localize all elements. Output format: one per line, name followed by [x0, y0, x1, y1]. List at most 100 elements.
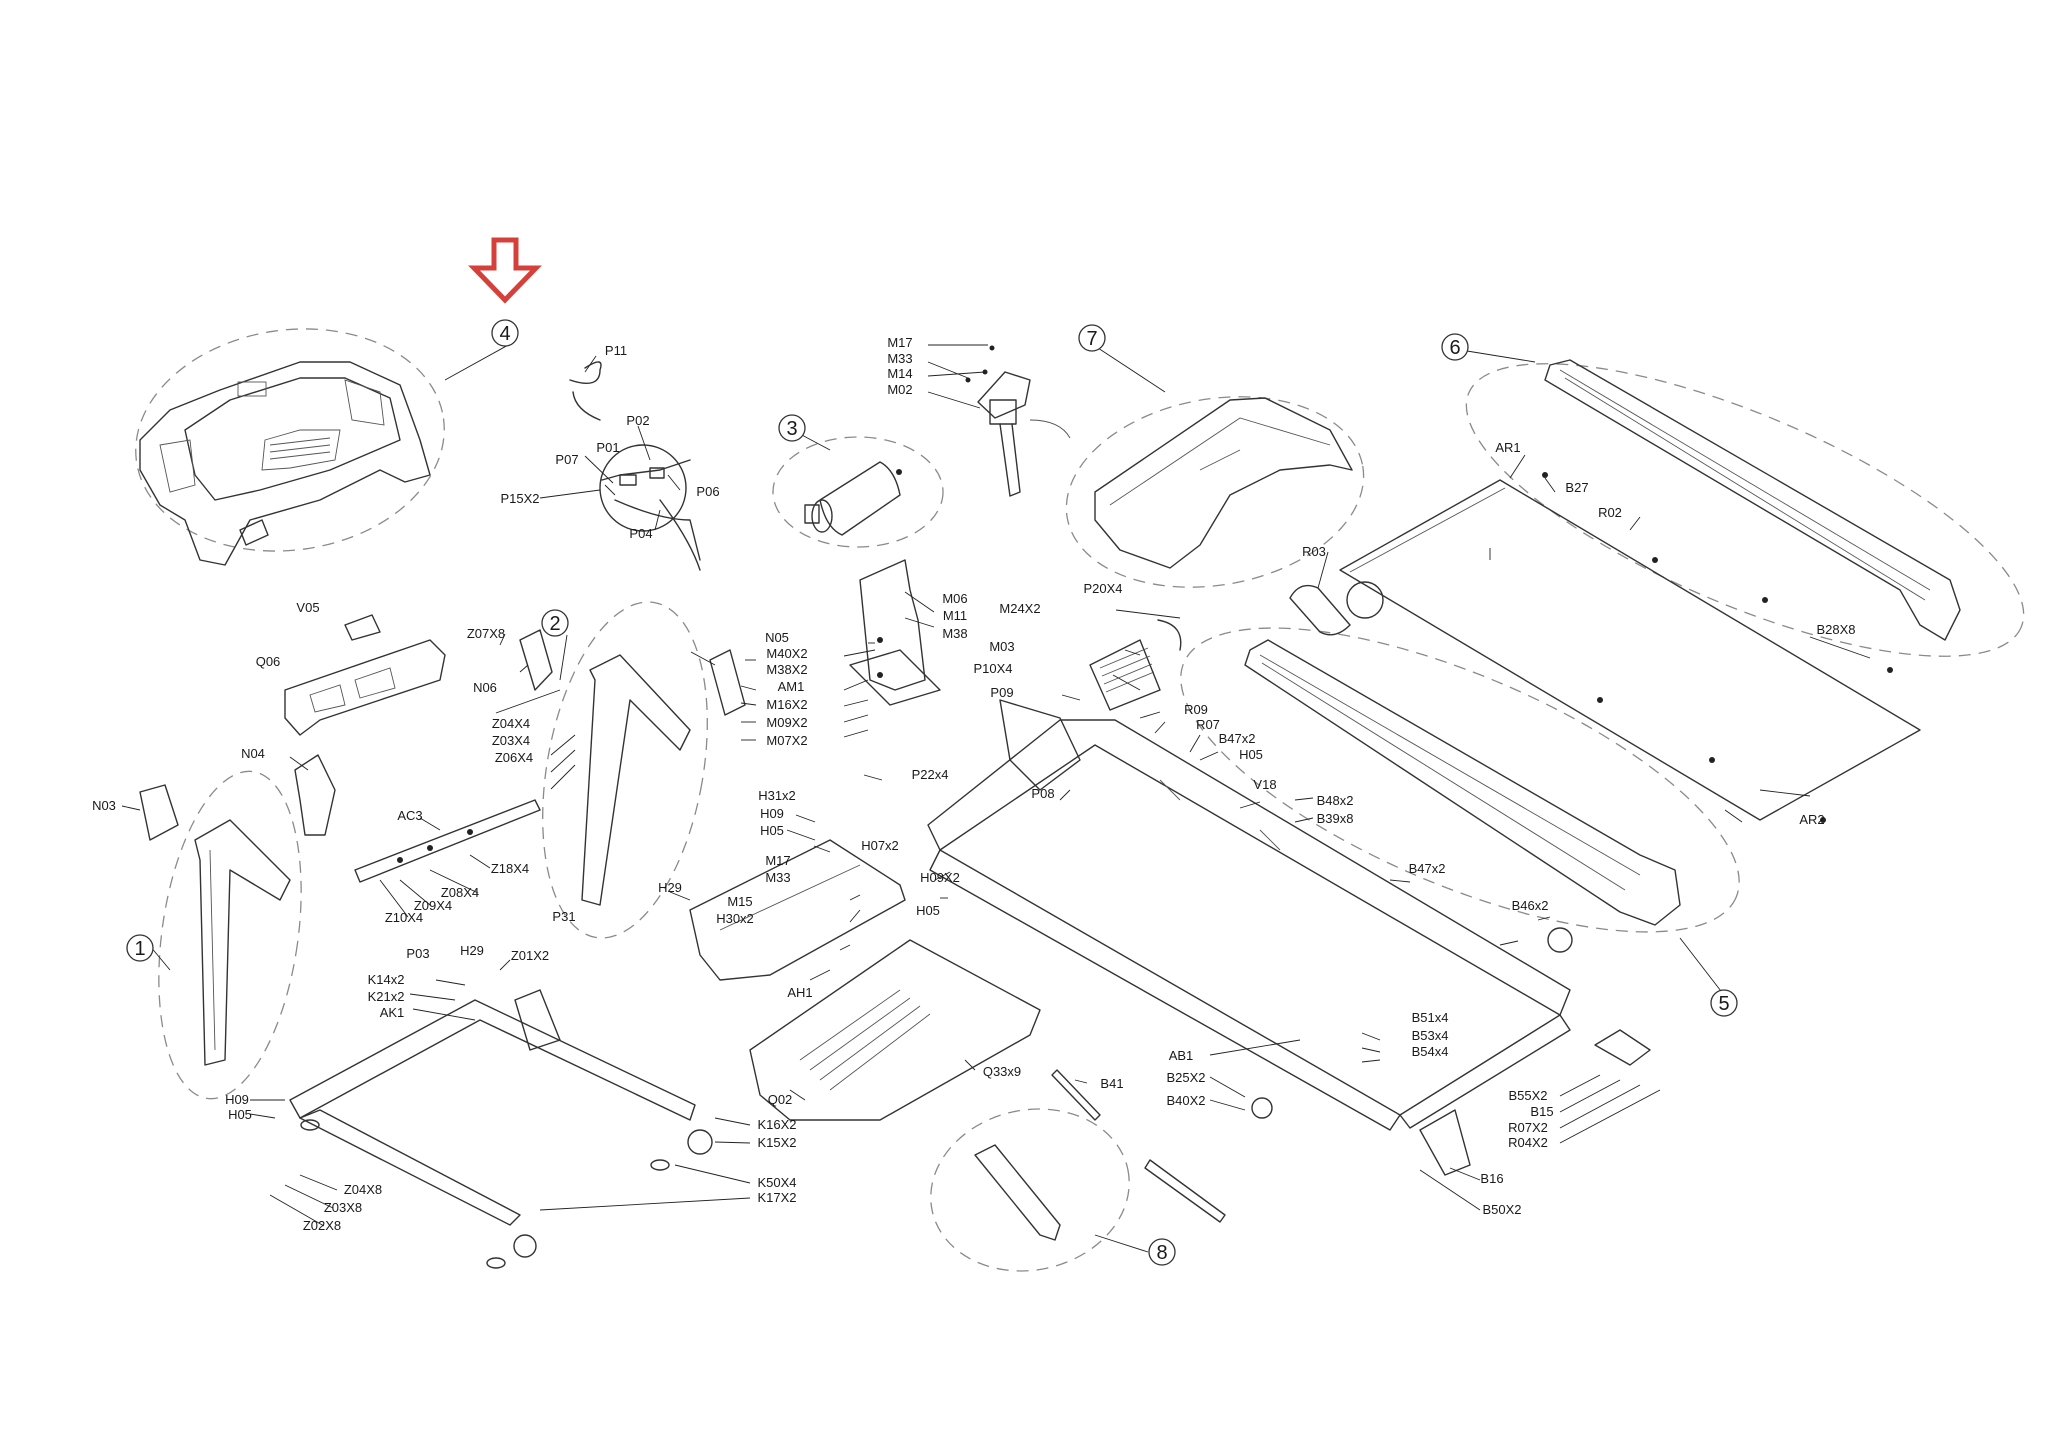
label-H29: H29 [460, 943, 484, 958]
label-B47x2: B47x2 [1219, 731, 1256, 746]
label-K17X2: K17X2 [757, 1190, 796, 1205]
label-N04: N04 [241, 746, 265, 761]
label-B25X2: B25X2 [1166, 1070, 1205, 1085]
svg-text:6: 6 [1449, 337, 1460, 359]
label-AK1: AK1 [380, 1005, 405, 1020]
label-AC3: AC3 [397, 808, 422, 823]
label-M02: M02 [887, 382, 912, 397]
label-N05: N05 [765, 630, 789, 645]
label-Z09X4: Z09X4 [414, 898, 452, 913]
label-H31x2: H31x2 [758, 788, 796, 803]
label-B48x2: B48x2 [1317, 793, 1354, 808]
label-P20X4: P20X4 [1083, 581, 1122, 596]
label-M06: M06 [942, 591, 967, 606]
group-3-outline [772, 436, 944, 548]
group-4-bubble: 4 [491, 319, 519, 347]
label-R07: R07 [1196, 717, 1220, 732]
group-6-outline [1465, 363, 2025, 657]
rear-foot-right [1547, 927, 1651, 1066]
right-upright [581, 654, 691, 906]
cover-plate [344, 614, 381, 641]
incline-motor [965, 345, 1071, 497]
label-P03: P03 [406, 946, 429, 961]
drive-motor [804, 461, 902, 536]
highlight-arrow-icon [468, 237, 542, 304]
motor-tray [749, 939, 1041, 1121]
accessory-tray [284, 639, 446, 736]
label-Z10X4: Z10X4 [385, 910, 423, 925]
label-P06: P06 [696, 484, 719, 499]
handle-brackets [139, 629, 746, 841]
label-B28X8: B28X8 [1816, 622, 1855, 637]
label-Z03X4: Z03X4 [492, 733, 530, 748]
svg-text:3: 3 [786, 418, 797, 440]
label-P02: P02 [626, 413, 649, 428]
label-P08: P08 [1031, 786, 1054, 801]
label-K21x2: K21x2 [368, 989, 405, 1004]
group-4-outline [135, 328, 445, 552]
label-P31: P31 [552, 909, 575, 924]
motor-hood [1094, 397, 1353, 569]
group-2-bubble: 2 [541, 609, 569, 637]
group-1-bubble: 1 [126, 934, 154, 962]
label-K14x2: K14x2 [368, 972, 405, 987]
running-deck [1339, 472, 1921, 823]
part-labels: P11 P02 P01 P07 P06 P15X2 P04 M17 M33 M1… [92, 335, 1855, 1233]
front-roller [1289, 581, 1384, 636]
label-M38: M38 [942, 626, 967, 641]
label-P09: P09 [990, 685, 1013, 700]
group-8-outline [930, 1108, 1130, 1272]
label-B27: B27 [1565, 480, 1588, 495]
label-AH1: AH1 [787, 985, 812, 1000]
label-B39x8: B39x8 [1317, 811, 1354, 826]
label-P22x4: P22x4 [912, 767, 949, 782]
label-H09: H09 [760, 806, 784, 821]
label-P15X2: P15X2 [500, 491, 539, 506]
label-Z04X4: Z04X4 [492, 716, 530, 731]
label-M09X2: M09X2 [766, 715, 807, 730]
group-5-bubble: 5 [1710, 989, 1738, 1017]
svg-text:4: 4 [499, 323, 510, 345]
label-M07X2: M07X2 [766, 733, 807, 748]
label-AM1: AM1 [778, 679, 805, 694]
label-H29: H29 [658, 880, 682, 895]
label-M33: M33 [765, 870, 790, 885]
label-B55X2: B55X2 [1508, 1088, 1547, 1103]
label-M11: M11 [943, 608, 967, 623]
group-3-bubble: 3 [778, 414, 806, 442]
label-N03: N03 [92, 798, 116, 813]
label-M24X2: M24X2 [999, 601, 1040, 616]
svg-text:7: 7 [1086, 328, 1097, 350]
label-Q06: Q06 [256, 654, 281, 669]
label-AB1: AB1 [1169, 1048, 1194, 1063]
label-Z07X8: Z07X8 [467, 626, 505, 641]
label-B41: B41 [1100, 1076, 1123, 1091]
label-P01: P01 [596, 440, 619, 455]
group-8-bubble: 8 [1148, 1238, 1176, 1266]
label-B15: B15 [1530, 1104, 1553, 1119]
label-P10X4: P10X4 [973, 661, 1012, 676]
console-assembly [139, 361, 431, 566]
label-B50X2: B50X2 [1482, 1202, 1521, 1217]
label-B40X2: B40X2 [1166, 1093, 1205, 1108]
label-B53x4: B53x4 [1412, 1028, 1449, 1043]
label-B51x4: B51x4 [1412, 1010, 1449, 1025]
axle-rod [1051, 1069, 1226, 1223]
svg-text:1: 1 [134, 938, 145, 960]
label-V05: V05 [296, 600, 319, 615]
side-rail-right [1544, 359, 1961, 641]
label-Z08X4: Z08X4 [441, 885, 479, 900]
svg-text:8: 8 [1156, 1242, 1167, 1264]
label-AR2: AR2 [1799, 812, 1824, 827]
motor-bracket [1089, 619, 1182, 711]
wheel-bracket [974, 1144, 1061, 1241]
label-Z02X8: Z02X8 [303, 1218, 341, 1233]
group-bubbles: 4 3 7 6 2 5 1 8 [126, 319, 1738, 1266]
label-Z03X8: Z03X8 [324, 1200, 362, 1215]
svg-text:2: 2 [549, 613, 560, 635]
label-AR1: AR1 [1495, 440, 1520, 455]
label-M03: M03 [989, 639, 1014, 654]
label-R02: R02 [1598, 505, 1622, 520]
label-K16X2: K16X2 [757, 1117, 796, 1132]
